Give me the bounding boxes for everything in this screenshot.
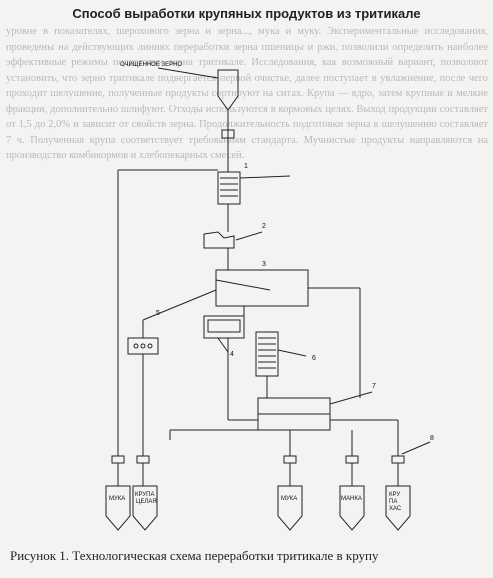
- faded-background-text: уровне в показателях, шерохового зерна и…: [6, 26, 488, 161]
- svg-text:4: 4: [230, 351, 234, 358]
- input-label: ОЧИЩЕННОЕ ЗЕРНО: [120, 62, 182, 68]
- output-bin-3: МУКА: [277, 485, 303, 531]
- machine-5: [127, 337, 159, 355]
- svg-text:1: 1: [244, 163, 248, 170]
- machine-4: [203, 315, 245, 353]
- svg-text:КРУ: КРУ: [389, 492, 400, 498]
- machine-1: [217, 171, 241, 205]
- svg-text:МУКА: МУКА: [109, 496, 125, 502]
- svg-text:2: 2: [262, 223, 266, 230]
- svg-text:7: 7: [372, 383, 376, 390]
- output-bin-4: МАНКА: [339, 485, 365, 531]
- svg-text:ЦЕЛАЯ: ЦЕЛАЯ: [136, 499, 157, 505]
- input-hopper: [157, 67, 239, 111]
- output-bin-1: МУКА: [105, 485, 131, 531]
- svg-text:8: 8: [430, 435, 434, 442]
- machine-7: [257, 397, 331, 431]
- svg-text:МАНКА: МАНКА: [341, 496, 362, 502]
- svg-text:6: 6: [312, 355, 316, 362]
- svg-text:3: 3: [262, 261, 266, 268]
- svg-text:МУКА: МУКА: [281, 496, 297, 502]
- machine-6: [255, 331, 279, 377]
- machine-2: [203, 231, 235, 249]
- output-bin-2: КРУПА ЦЕЛАЯ: [132, 485, 158, 531]
- page-title: Способ выработки крупяных продуктов из т…: [72, 6, 421, 21]
- svg-text:КРУПА: КРУПА: [135, 492, 155, 498]
- svg-text:ХАС: ХАС: [389, 506, 402, 512]
- figure-caption: Рисунок 1. Технологическая схема перераб…: [10, 548, 379, 563]
- svg-text:ПА: ПА: [389, 499, 397, 505]
- output-bin-5: КРУ ПА ХАС: [385, 485, 411, 531]
- machine-3: [215, 269, 309, 307]
